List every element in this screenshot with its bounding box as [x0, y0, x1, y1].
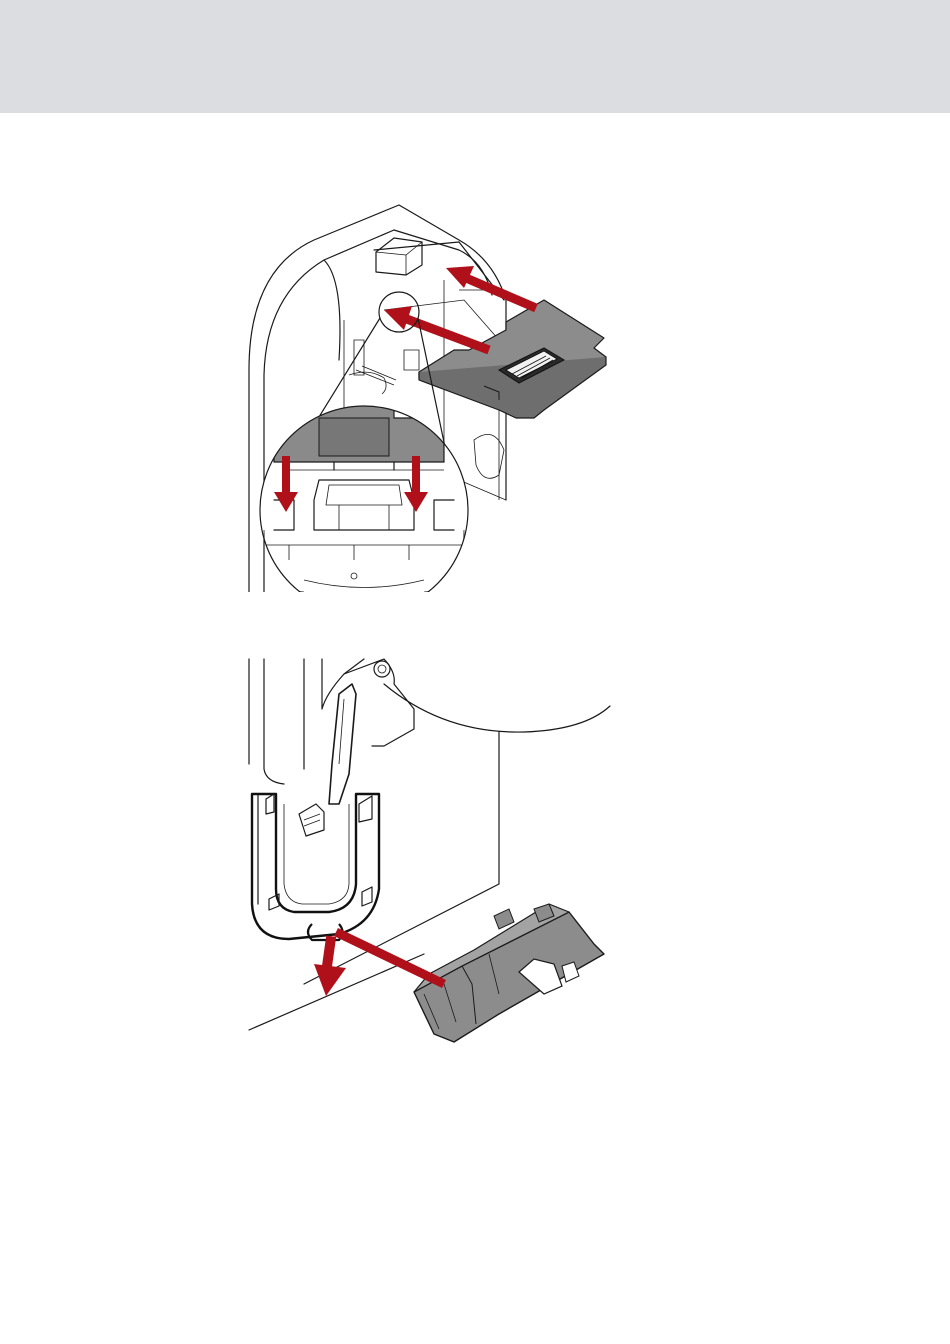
- zoom-detail-circle: [260, 405, 468, 592]
- device-housing: [249, 659, 414, 940]
- header-band: [0, 0, 950, 113]
- board-insertion-illustration: [244, 200, 614, 592]
- removed-module: [414, 904, 604, 1042]
- insertion-arrow-lower: [384, 306, 489, 350]
- module-removal-illustration: [244, 654, 614, 1046]
- circuit-board: [419, 300, 606, 418]
- insertion-arrow-upper: [446, 266, 536, 308]
